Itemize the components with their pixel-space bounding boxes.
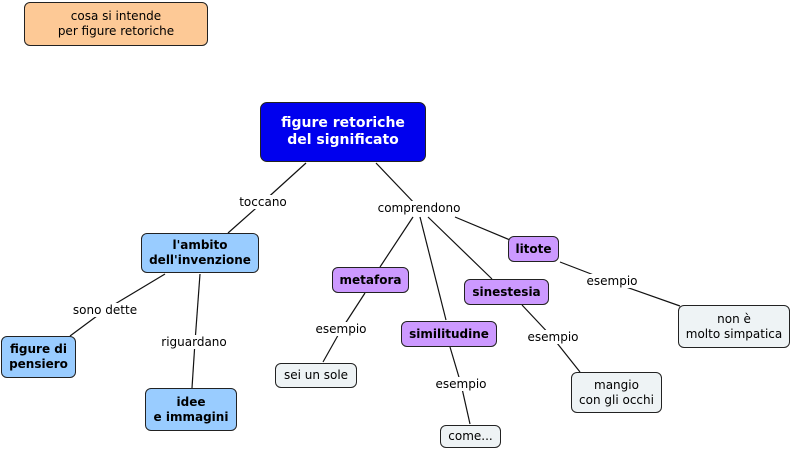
link-label-esempio-litote: esempio [584, 274, 640, 288]
sole-node[interactable]: sei un sole [275, 363, 357, 388]
come-node[interactable]: come... [440, 425, 501, 448]
sinestesia-node[interactable]: sinestesia [464, 279, 549, 305]
simpatica-node[interactable]: non è molto simpatica [678, 305, 790, 348]
idee-node[interactable]: idee e immagini [145, 388, 237, 431]
link-label-riguardano: riguardano [159, 335, 229, 349]
metafora-node[interactable]: metafora [332, 267, 409, 293]
link-label-sono-dette: sono dette [70, 303, 140, 317]
link-label-esempio-metafora: esempio [313, 322, 369, 336]
link-label-esempio-sinestesia: esempio [525, 330, 581, 344]
link-label-esempio-similitudine: esempio [433, 377, 489, 391]
ambito-node[interactable]: l'ambito dell'invenzione [141, 233, 259, 273]
mangio-node[interactable]: mangio con gli occhi [571, 372, 662, 413]
litote-node[interactable]: litote [508, 236, 559, 262]
link-label-toccano: toccano [237, 195, 289, 209]
similitudine-node[interactable]: similitudine [401, 321, 497, 347]
intro-node[interactable]: cosa si intende per figure retoriche [24, 2, 208, 46]
link-label-comprendono: comprendono [375, 201, 463, 215]
pensiero-node[interactable]: figure di pensiero [1, 336, 76, 378]
root-node[interactable]: figure retoriche del significato [260, 102, 426, 162]
